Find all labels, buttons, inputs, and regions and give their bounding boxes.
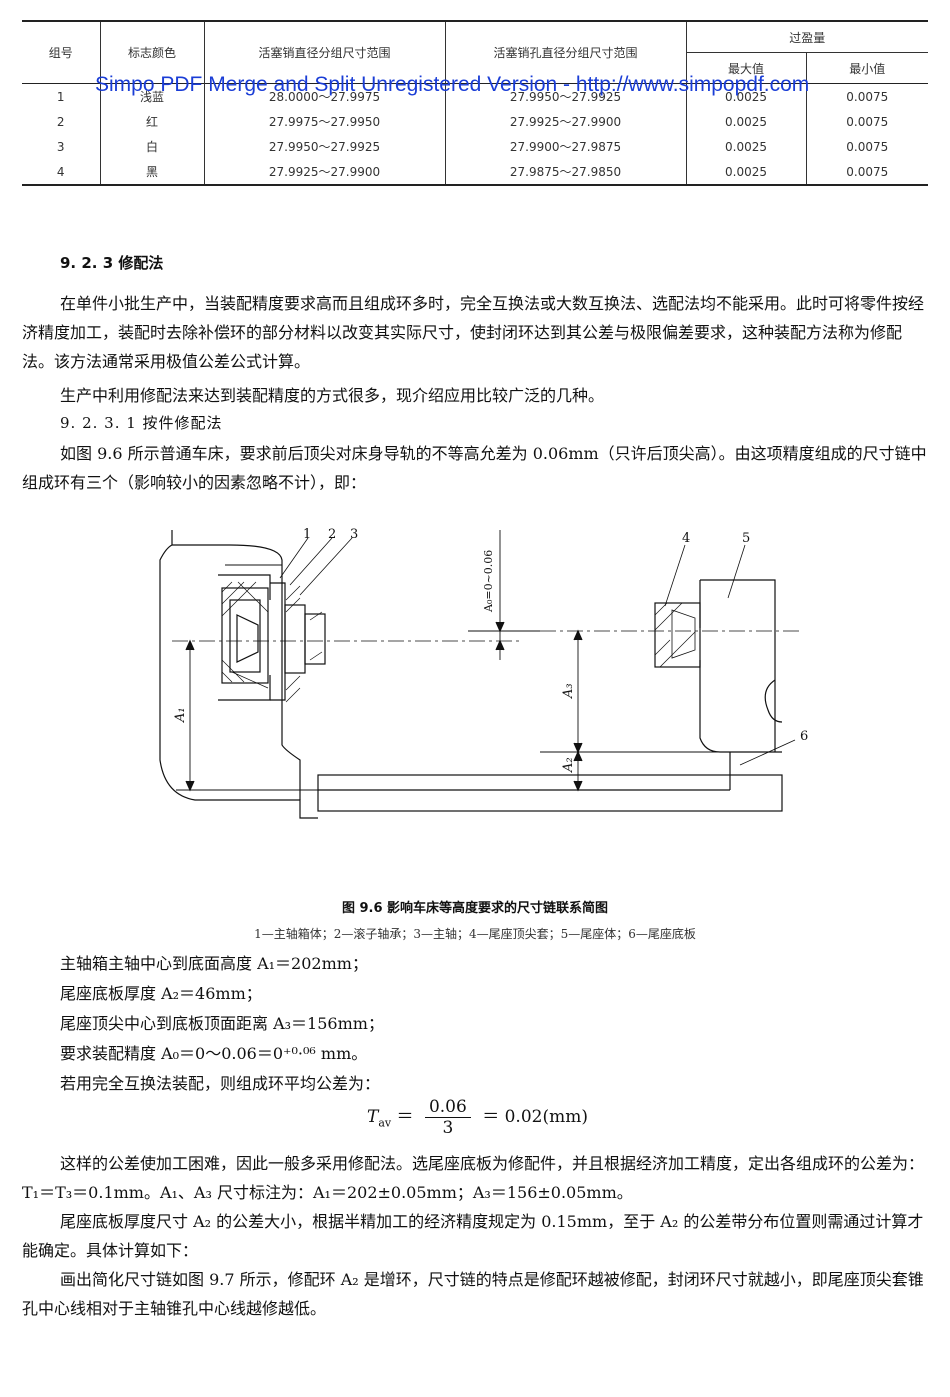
line-a2: 尾座底板厚度 A₂＝46mm； — [60, 984, 262, 1003]
dim-a0: A₀=0~0.06 — [482, 550, 495, 613]
paragraph-intro: 在单件小批生产中，当装配精度要求高而且组成环多时，完全互换法或大数互换法、选配法… — [22, 294, 925, 371]
cell-min: 0.0075 — [805, 159, 928, 186]
cell-pin: 28.0000～27.9975 — [203, 83, 445, 109]
formula-lhs: T — [367, 1107, 379, 1127]
label-5: 5 — [742, 531, 750, 546]
cell-max: 0.0025 — [685, 109, 806, 134]
dim-a3: A₃ — [561, 683, 576, 699]
dim-a2: A₂ — [561, 757, 576, 773]
cell-pin: 27.9975～27.9950 — [203, 109, 445, 134]
formula-numerator: 0.06 — [424, 1097, 471, 1118]
cell-hole: 27.9875～27.9850 — [444, 159, 686, 186]
cell-hole: 27.9900～27.9875 — [444, 134, 686, 159]
paragraph-repair-choice: 这样的公差使加工困难，因此一般多采用修配法。选尾座底板为修配件，并且根据经济加工… — [22, 1154, 925, 1202]
cell-pin: 27.9925～27.9900 — [203, 159, 445, 186]
cell-max: 0.0025 — [685, 83, 806, 109]
line-a0: 要求装配精度 A₀＝0～0.06＝0⁺⁰·⁰⁶ mm。 — [60, 1044, 368, 1063]
table-row: 3 白 27.9950～27.9925 27.9900～27.9875 0.00… — [22, 134, 928, 159]
cell-min: 0.0075 — [805, 83, 928, 109]
figure-title: 图 9.6 影响车床等高度要求的尺寸链联系简图 — [341, 901, 609, 916]
cell-group: 4 — [22, 159, 100, 186]
formula-eq: ＝ — [396, 1107, 414, 1127]
formula-lhs-sub: av — [378, 1116, 392, 1130]
average-tolerance-formula: Tav ＝ 0.06 3 ＝ 0.02(mm) — [367, 1097, 588, 1138]
line-a3: 尾座顶尖中心到底板顶面距离 A₃＝156mm； — [60, 1014, 384, 1033]
lathe-dimension-chain-diagram: 1 2 3 4 5 6 A₀=0~0.06 A₁ A₃ A₂ — [159, 527, 808, 819]
paragraph-example: 如图 9.6 所示普通车床，要求前后顶尖对床身导轨的不等高允差为 0.06mm（… — [22, 444, 927, 492]
cell-min: 0.0075 — [805, 109, 928, 134]
headstock-outline — [159, 530, 318, 819]
formula-denominator: 3 — [442, 1118, 454, 1138]
label-1: 1 — [303, 527, 311, 542]
piston-pin-group-table: 组号 标志颜色 活塞销直径分组尺寸范围 活塞销孔直径分组尺寸范围 过盈量 最大值… — [22, 20, 928, 186]
table-row: 2 红 27.9975～27.9950 27.9925～27.9900 0.00… — [22, 109, 928, 134]
cell-color: 红 — [99, 109, 204, 134]
formula-fraction: 0.06 3 — [424, 1097, 471, 1138]
cell-group: 3 — [56, 139, 65, 154]
cell-hole: 27.9950～27.9925 — [444, 83, 686, 109]
paragraph-chain-note: 画出简化尺寸链如图 9.7 所示，修配环 A₂ 是增环，尺寸链的特点是修配环越被… — [22, 1270, 924, 1318]
header-pin-range: 活塞销直径分组尺寸范围 — [203, 21, 445, 84]
tailstock-body — [699, 579, 776, 753]
header-min: 最小值 — [805, 52, 928, 84]
label-2: 2 — [328, 527, 336, 542]
line-interchange: 若用完全互换法装配，则组成环平均公差为： — [60, 1074, 381, 1093]
cell-max: 0.0025 — [685, 134, 806, 159]
watermark: Simpo PDF Merge and Split Unregistered V… — [95, 73, 810, 96]
formula-rhs: ＝ 0.02(mm) — [482, 1107, 588, 1127]
label-3: 3 — [350, 527, 358, 542]
lathe-bed — [317, 774, 783, 812]
header-group: 组号 — [48, 46, 73, 60]
cell-group: 2 — [56, 114, 65, 129]
header-max: 最大值 — [685, 52, 806, 84]
cell-color: 浅蓝 — [99, 83, 204, 109]
cell-hole: 27.9925～27.9900 — [444, 109, 686, 134]
cell-group: 1 — [56, 89, 65, 104]
table-row: 1 浅蓝 28.0000～27.9975 27.9950～27.9925 0.0… — [22, 83, 928, 109]
roller-bearing — [221, 587, 269, 684]
table-row: 4 黑 27.9925～27.9900 27.9875～27.9850 0.00… — [22, 159, 928, 186]
section-title: 9. 2. 3 修配法 — [60, 254, 164, 272]
cell-color: 白 — [99, 134, 204, 159]
tailstock-base — [729, 751, 782, 790]
cell-max: 0.0025 — [685, 159, 806, 186]
paragraph-methods: 生产中利用修配法来达到装配精度的方式很多，现介绍应用比较广泛的几种。 — [60, 386, 605, 405]
tailstock-quill — [654, 602, 701, 668]
header-hole-range: 活塞销孔直径分组尺寸范围 — [444, 21, 686, 84]
spindle — [284, 604, 306, 674]
cell-color: 黑 — [99, 159, 204, 186]
line-a1: 主轴箱主轴中心到底面高度 A₁＝202mm； — [60, 954, 368, 973]
sub-heading: 9. 2. 3. 1 按件修配法 — [60, 414, 223, 432]
figure-legend: 1—主轴箱体；2—滚子轴承；3—主轴；4—尾座顶尖套；5—尾座体；6—尾座底板 — [254, 927, 696, 941]
cell-pin: 27.9950～27.9925 — [203, 134, 445, 159]
cell-min: 0.0075 — [805, 134, 928, 159]
label-4: 4 — [682, 531, 690, 546]
header-interference: 过盈量 — [685, 21, 928, 53]
paragraph-a2-tolerance: 尾座底板厚度尺寸 A₂ 的公差大小，根据半精加工的经济精度规定为 0.15mm，… — [22, 1212, 924, 1260]
label-6: 6 — [800, 729, 808, 744]
dim-a1: A₁ — [173, 707, 188, 723]
header-color: 标志颜色 — [99, 21, 204, 84]
